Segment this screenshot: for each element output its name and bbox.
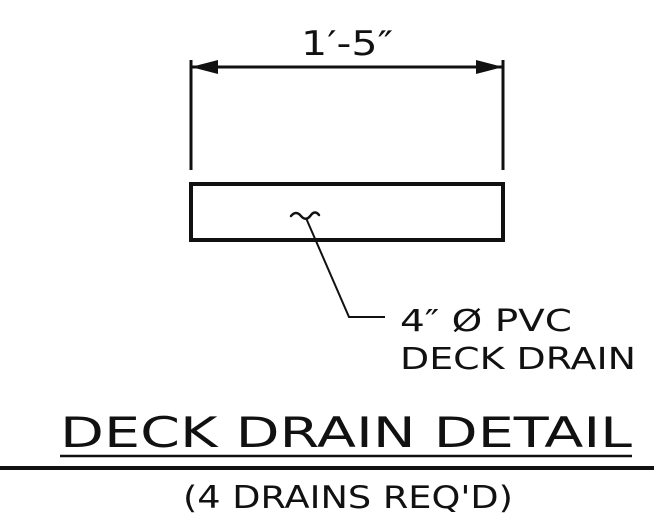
callout-line-2: DECK DRAIN <box>400 342 636 377</box>
deck-drain-outline <box>189 182 505 242</box>
detail-subtitle: (4 DRAINS REQ'D) <box>183 480 513 514</box>
callout-line-1: 4″ Ø PVC <box>400 304 572 339</box>
dimension-label: 1′-5″ <box>301 24 393 64</box>
dimension-arrowhead-right <box>476 60 503 74</box>
leader-line <box>305 217 385 318</box>
leader-squiggle <box>289 211 321 220</box>
detail-title: DECK DRAIN DETAIL <box>60 408 633 457</box>
dimension-arrowhead-left <box>191 60 218 74</box>
